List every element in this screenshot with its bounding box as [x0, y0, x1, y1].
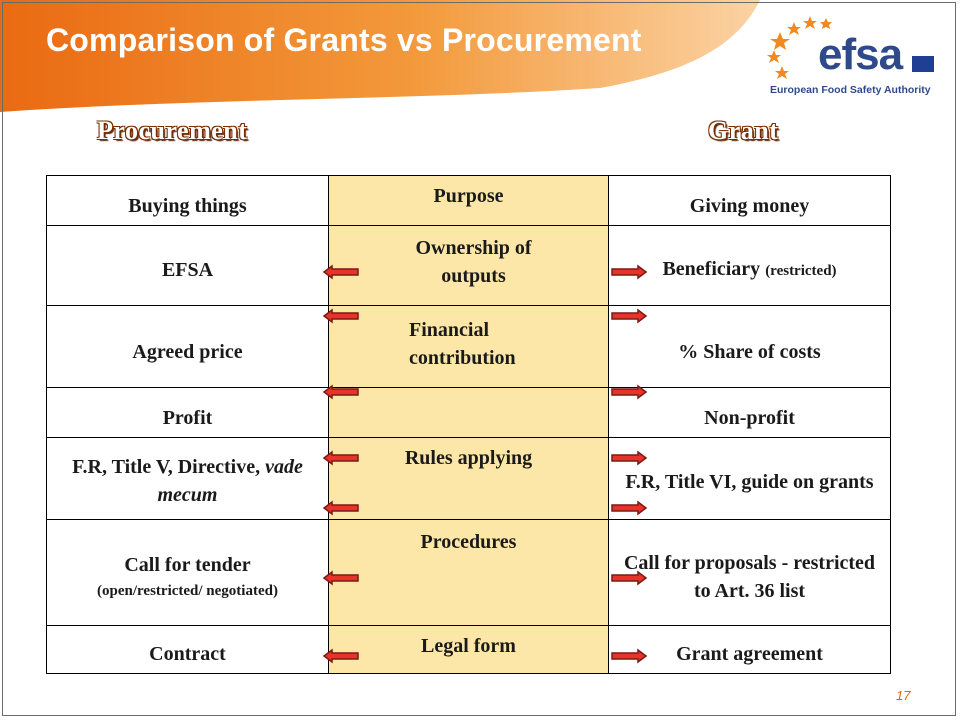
table-row: Buying things Purpose Giving money — [46, 175, 891, 226]
cell-text: Call for proposals - restricted to Art. … — [623, 551, 876, 602]
slide-title: Comparison of Grants vs Procurement — [46, 22, 642, 58]
cell-text: EFSA — [161, 258, 214, 281]
cell-text: Beneficiary — [662, 257, 761, 280]
cell-grant: Giving money — [608, 175, 891, 226]
cell-text: Procedures — [420, 531, 517, 553]
cell-criterion: Rules applying — [328, 437, 609, 520]
cell-text: F.R, Title VI, guide on grants — [625, 470, 874, 493]
cell-text: Contract — [149, 642, 226, 665]
eu-flag-icon — [912, 56, 934, 72]
cell-text: F.R, Title V, Directive, — [72, 455, 261, 478]
cell-text: Agreed price — [132, 340, 243, 363]
cell-text: Legal form — [421, 635, 516, 657]
efsa-wordmark: efsa — [818, 30, 903, 79]
cell-text-italic: vade mecum — [157, 455, 303, 506]
cell-criterion: Legal form — [328, 625, 609, 674]
column-heading-grant: Grant — [708, 116, 779, 145]
cell-text: Profit — [162, 406, 213, 429]
efsa-logo: efsa European Food Safety Authority — [760, 10, 950, 100]
cell-grant: Non-profit — [608, 387, 891, 438]
cell-text: Financial contribution — [409, 319, 516, 369]
header-band — [0, 0, 760, 112]
cell-text-small: (open/restricted/ negotiated) — [97, 582, 278, 599]
cell-text: Giving money — [689, 194, 810, 217]
cell-text: Purpose — [433, 185, 504, 207]
cell-grant: F.R, Title VI, guide on grants — [608, 437, 891, 520]
table-row: Agreed price Financial contribution % Sh… — [46, 305, 891, 388]
table-row: Contract Legal form Grant agreement — [46, 625, 891, 674]
cell-criterion — [328, 387, 609, 438]
cell-grant: Grant agreement — [608, 625, 891, 674]
cell-criterion: Financial contribution — [328, 305, 609, 388]
cell-text: Rules applying — [404, 447, 533, 469]
cell-text: Call for tender — [124, 553, 251, 576]
cell-procurement: Call for tender (open/restricted/ negotia… — [46, 519, 329, 626]
cell-text-small: (restricted) — [765, 262, 837, 279]
page-number: 17 — [896, 688, 911, 703]
table-row: Profit Non-profit — [46, 387, 891, 438]
table-row: EFSA Ownership of outputs Beneficiary (r… — [46, 225, 891, 306]
comparison-table: Buying things Purpose Giving money EFSA … — [46, 175, 891, 674]
cell-text: Ownership of outputs — [415, 237, 532, 287]
table-row: Call for tender (open/restricted/ negotia… — [46, 519, 891, 626]
cell-criterion: Purpose — [328, 175, 609, 226]
stars-icon — [767, 16, 832, 79]
cell-procurement: Agreed price — [46, 305, 329, 388]
cell-procurement: Profit — [46, 387, 329, 438]
cell-text: Non-profit — [704, 406, 795, 429]
cell-criterion: Ownership of outputs — [328, 225, 609, 306]
cell-text: Grant agreement — [676, 642, 823, 665]
cell-criterion: Procedures — [328, 519, 609, 626]
table-row: F.R, Title V, Directive, vade mecum Rule… — [46, 437, 891, 520]
cell-procurement: Buying things — [46, 175, 329, 226]
cell-procurement: Contract — [46, 625, 329, 674]
cell-grant: % Share of costs — [608, 305, 891, 388]
cell-text: % Share of costs — [678, 340, 821, 363]
cell-procurement: F.R, Title V, Directive, vade mecum — [46, 437, 329, 520]
cell-grant: Call for proposals - restricted to Art. … — [608, 519, 891, 626]
cell-procurement: EFSA — [46, 225, 329, 306]
column-heading-procurement: Procurement — [97, 116, 248, 145]
cell-grant: Beneficiary (restricted) — [608, 225, 891, 306]
efsa-subtitle: European Food Safety Authority — [770, 84, 931, 96]
cell-text: Buying things — [128, 194, 247, 217]
